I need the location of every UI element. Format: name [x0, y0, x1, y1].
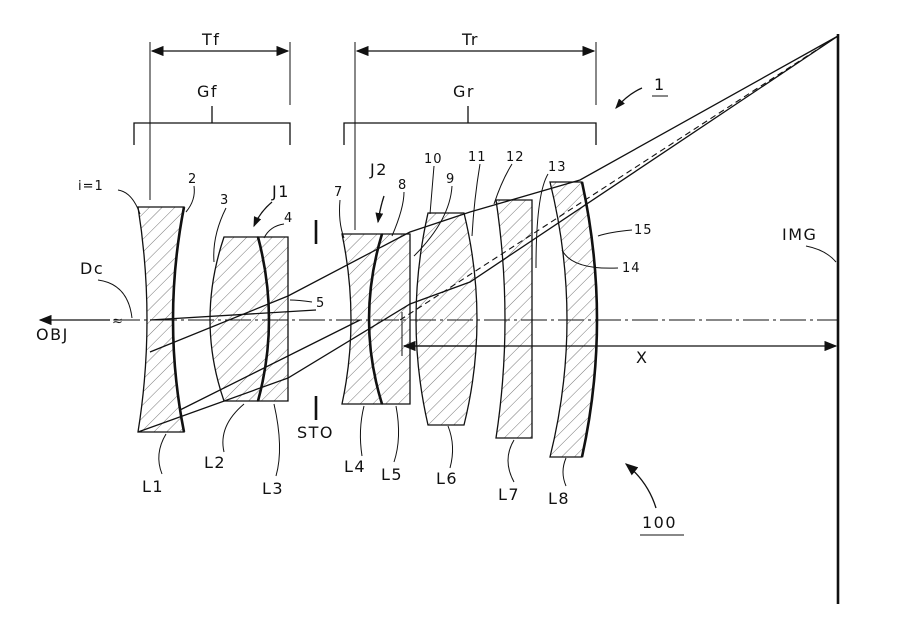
- leader-dc: [97, 279, 133, 319]
- leader-8: [391, 191, 405, 237]
- leader-2: [185, 185, 195, 213]
- leader-10: [429, 165, 435, 215]
- ref-1-arrow: [615, 87, 643, 109]
- label-tf: Tf: [201, 30, 220, 49]
- label-lens-l3: L3: [262, 479, 284, 498]
- label-j1: J1: [271, 182, 290, 201]
- label-surface-11: 11: [468, 150, 487, 165]
- label-lens-l4: L4: [344, 457, 366, 476]
- label-surface-12: 12: [506, 150, 525, 165]
- label-tr: Tr: [461, 30, 479, 49]
- label-i1: i=1: [78, 179, 104, 194]
- label-ref-1: 1: [654, 75, 666, 94]
- ref-100-arrow: [624, 463, 657, 509]
- gr-bracket: [343, 122, 597, 145]
- label-surface-4: 4: [284, 211, 293, 226]
- label-lens-l8: L8: [548, 489, 570, 508]
- ray-upper: [149, 35, 839, 353]
- label-j2: J2: [369, 160, 388, 179]
- leader-l6: [447, 425, 454, 469]
- label-surface-14: 14: [622, 261, 641, 276]
- label-surface-5: 5: [316, 296, 325, 311]
- label-surface-9: 9: [446, 172, 455, 187]
- ray-dashed: [399, 35, 839, 321]
- surface-2-line: [171, 206, 186, 433]
- leader-i1: [117, 189, 141, 215]
- label-surface-10: 10: [424, 152, 443, 167]
- leader-l3: [273, 403, 281, 477]
- leader-l2: [222, 403, 245, 453]
- label-lens-l7: L7: [498, 485, 520, 504]
- leader-5: [289, 299, 313, 303]
- label-surface-8: 8: [398, 178, 407, 193]
- surface-8-line: [367, 233, 384, 405]
- label-surface-13: 13: [548, 160, 567, 175]
- label-gf: Gf: [197, 82, 218, 101]
- label-lens-l6: L6: [436, 469, 458, 488]
- leader-l5: [393, 405, 400, 463]
- leader-4: [263, 223, 285, 239]
- leader-11: [471, 163, 481, 237]
- surface-15-line: [580, 181, 599, 458]
- label-surface-2: 2: [188, 172, 197, 187]
- axis-break-mark: ≈: [112, 314, 124, 329]
- label-lens-l5: L5: [381, 465, 403, 484]
- lens-l2: [209, 236, 270, 402]
- label-surface-15: 15: [634, 223, 653, 238]
- ray-front-lower: [179, 319, 361, 411]
- ray-lower: [137, 35, 839, 433]
- label-img: IMG: [782, 225, 817, 244]
- label-ref-100: 100: [642, 513, 677, 532]
- label-obj: OBJ: [36, 325, 69, 344]
- leader-l8: [562, 457, 567, 487]
- leader-15: [597, 229, 633, 237]
- gf-bracket: [133, 122, 291, 145]
- leader-3: [213, 207, 227, 263]
- label-surface-7: 7: [334, 185, 343, 200]
- leader-14: [561, 249, 619, 269]
- label-x: X: [636, 348, 648, 367]
- label-gr: Gr: [453, 82, 475, 101]
- leader-l7: [507, 439, 515, 483]
- lens-l6: [415, 212, 478, 426]
- j2-arrow: [375, 195, 385, 224]
- leader-l4: [359, 405, 365, 457]
- leader-img: [805, 245, 837, 263]
- ray-chief-front: [149, 309, 317, 321]
- label-lens-l2: L2: [204, 453, 226, 472]
- leader-12: [493, 163, 513, 205]
- label-surface-3: 3: [220, 193, 229, 208]
- leader-l1: [158, 433, 167, 475]
- lens-l7: [495, 199, 533, 439]
- label-sto: STO: [297, 423, 334, 442]
- label-lens-l1: L1: [142, 477, 164, 496]
- leader-9: [413, 185, 453, 257]
- leader-7: [339, 199, 345, 239]
- j1-arrow: [253, 201, 273, 228]
- label-dc: Dc: [80, 259, 104, 278]
- surface-4-line: [256, 236, 271, 402]
- leader-13: [535, 173, 549, 269]
